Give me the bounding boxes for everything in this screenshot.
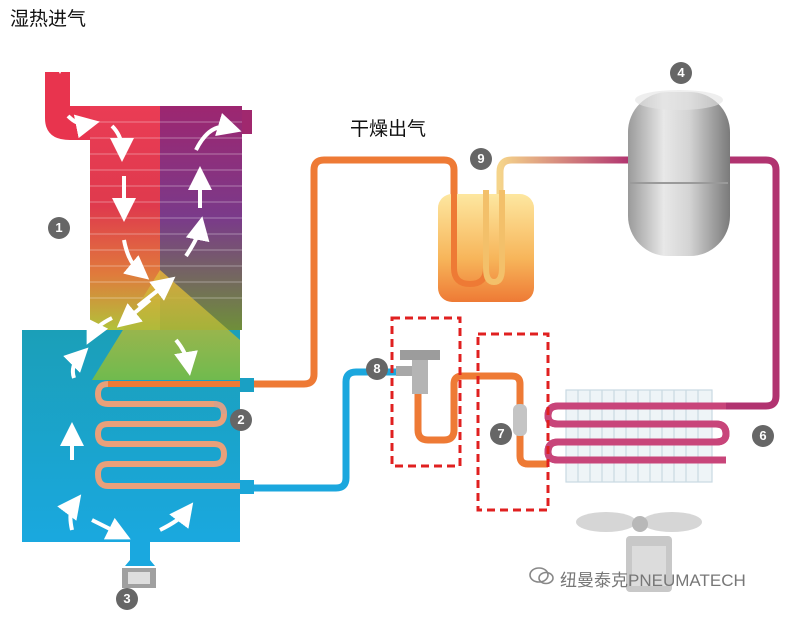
evaporator-box (438, 190, 534, 302)
marker-4: 4 (670, 62, 692, 84)
condenser-fan (576, 512, 702, 592)
wechat-icon (529, 567, 554, 585)
airflow-arrows (48, 36, 312, 540)
marker-3: 3 (116, 588, 138, 610)
highlight-boxes (390, 316, 550, 512)
outlet-label: 干燥出气 (350, 118, 427, 140)
marker-1: 1 (48, 217, 70, 239)
expansion-valve (396, 350, 440, 394)
marker-2: 2 (230, 409, 252, 431)
marker-7: 7 (490, 423, 512, 445)
heat-exchanger-body (22, 72, 254, 566)
compressor-tank (628, 90, 730, 256)
drain-valve (122, 568, 156, 588)
internal-coil (94, 381, 240, 489)
watermark: 纽曼泰克PNEUMATECH (560, 571, 746, 590)
marker-8: 8 (366, 358, 388, 380)
marker-9: 9 (470, 148, 492, 170)
filter-drier (513, 404, 527, 436)
marker-6: 6 (752, 425, 774, 447)
inlet-label: 湿热进气 (10, 8, 87, 30)
